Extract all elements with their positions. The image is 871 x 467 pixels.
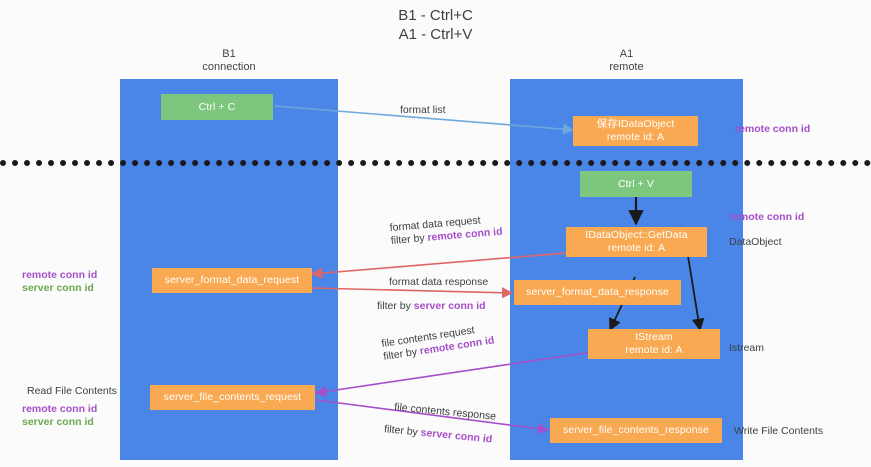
node-istream[interactable]: IStream remote id: A xyxy=(588,329,720,359)
annotation-left-mid-remote-conn-id: remote conn id xyxy=(22,269,98,281)
node-server-format-data-request[interactable]: server_format_data_request xyxy=(152,268,312,293)
annotation-right-mid-remote-conn-id: remote conn id xyxy=(729,211,805,223)
lane-subtitle-b1: connection xyxy=(202,61,256,73)
node-ctrl-c-label: Ctrl + C xyxy=(198,100,236,113)
annotation-write-file-contents: Write File Contents xyxy=(734,425,824,437)
annotation-istream: Istream xyxy=(729,342,765,354)
lane-title-b1: B1 xyxy=(222,48,236,60)
node-idataobject-stored[interactable]: 保存IDataObject remote id: A xyxy=(573,116,698,146)
node-idataobject-stored-line1: 保存IDataObject xyxy=(596,118,675,130)
node-server-format-data-response-label: server_format_data_response xyxy=(526,286,669,298)
node-server-format-data-response[interactable]: server_format_data_response xyxy=(514,280,681,305)
arrow-format-data-request xyxy=(310,251,579,279)
annotation-left-low-remote-conn-id: remote conn id xyxy=(22,403,98,415)
lane-title-a1: A1 xyxy=(619,48,634,60)
node-server-file-contents-response[interactable]: server_file_contents_response xyxy=(550,418,722,443)
lane-header-b1: B1 connection xyxy=(120,48,338,74)
node-idataobject-getdata[interactable]: IDataObject::GetData remote id: A xyxy=(566,227,707,257)
node-idataobject-stored-line2: remote id: A xyxy=(606,131,665,143)
node-idataobject-getdata-line1: IDataObject::GetData xyxy=(585,229,688,241)
lane-header-a1: A1 remote xyxy=(510,48,743,74)
node-istream-line2: remote id: A xyxy=(625,344,683,356)
arrow-file-contents-request xyxy=(314,351,593,398)
arrow-format-data-response xyxy=(311,287,514,299)
annotation-dataobject: DataObject xyxy=(729,236,782,248)
node-ctrl-c[interactable]: Ctrl + C xyxy=(161,94,273,120)
edge-label-format-data-response-line1: format data response xyxy=(389,276,488,288)
arrow-getdata-to-istream xyxy=(687,255,705,332)
node-server-file-contents-request-label: server_file_contents_request xyxy=(163,391,302,403)
node-server-file-contents-response-label: server_file_contents_response xyxy=(563,424,709,436)
node-ctrl-v[interactable]: Ctrl + V xyxy=(580,171,692,197)
annotation-read-file-contents: Read File Contents xyxy=(27,385,117,397)
lane-subtitle-a1: remote xyxy=(609,61,644,73)
phase-divider xyxy=(0,160,871,166)
edge-label-format-data-response-line2: filter by server conn id xyxy=(377,300,486,312)
node-ctrl-v-label: Ctrl + V xyxy=(617,177,655,190)
page-title: B1 - Ctrl+C A1 - Ctrl+V xyxy=(0,6,871,44)
node-server-format-data-request-label: server_format_data_request xyxy=(164,274,300,286)
annotation-right-top-remote-conn-id: remote conn id xyxy=(735,123,811,135)
node-server-file-contents-request[interactable]: server_file_contents_request xyxy=(150,385,315,410)
node-idataobject-getdata-line2: remote id: A xyxy=(607,242,666,254)
annotation-left-mid-server-conn-id: server conn id xyxy=(22,282,94,294)
edge-label-file-contents-response-line2: filter by server conn id xyxy=(384,423,493,445)
edge-label-format-list: format list xyxy=(400,104,446,116)
annotation-left-low-server-conn-id: server conn id xyxy=(22,416,94,428)
edge-label-file-contents-response-line1: file contents response xyxy=(394,401,497,423)
title-line-2: A1 - Ctrl+V xyxy=(398,26,473,43)
arrow-format-list xyxy=(274,105,575,135)
arrow-file-contents-response xyxy=(315,399,550,435)
title-line-1: B1 - Ctrl+C xyxy=(398,7,473,24)
node-istream-line1: IStream xyxy=(635,331,673,343)
